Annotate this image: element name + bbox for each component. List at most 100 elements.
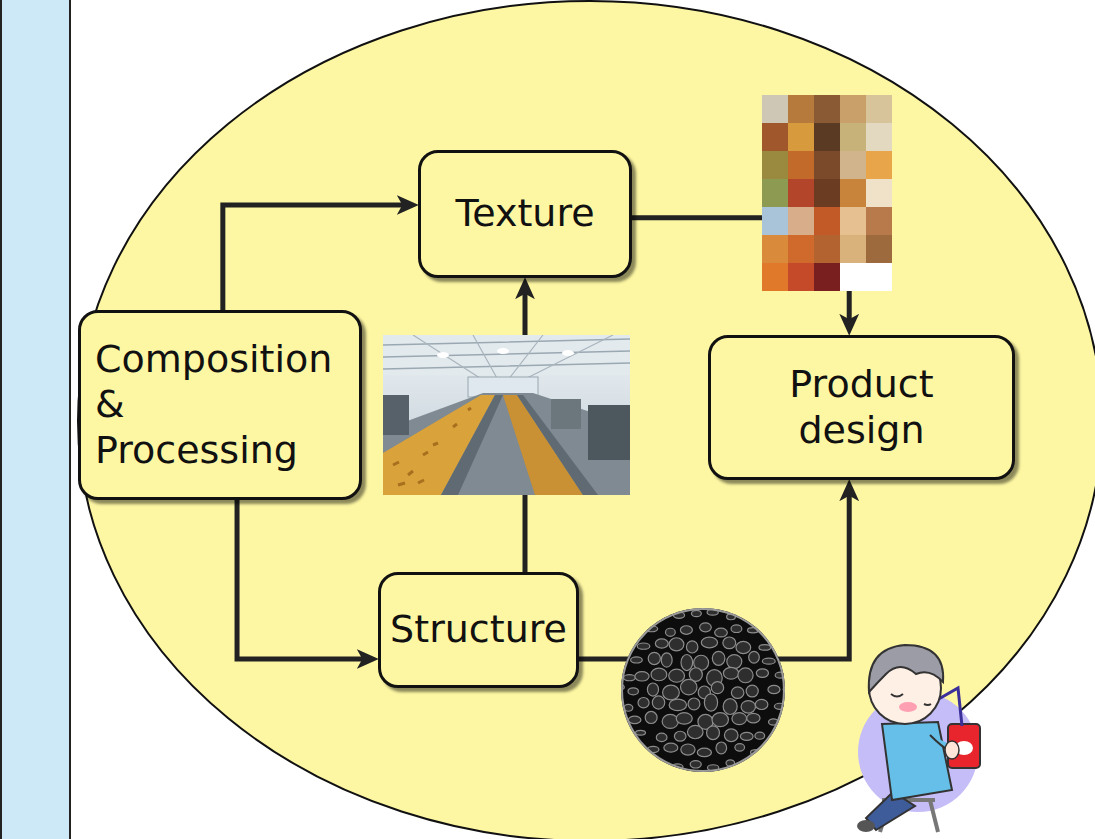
sphere-cell <box>690 761 701 768</box>
sphere-cell <box>712 651 725 665</box>
ceiling-light <box>497 348 509 354</box>
food-photo-tile <box>762 235 788 263</box>
sphere-cell <box>738 668 753 683</box>
roof-beams <box>383 339 630 369</box>
sphere-cell <box>700 623 712 632</box>
sphere-cell <box>704 694 717 711</box>
sphere-cell <box>638 697 649 707</box>
boy-hand <box>945 741 959 759</box>
sphere-cell <box>651 668 667 681</box>
sphere-cells <box>615 609 792 770</box>
box-label: Texture <box>455 191 594 237</box>
box-label: Product design <box>752 362 972 453</box>
sphere-cell <box>736 641 751 653</box>
sphere-cell <box>775 672 786 678</box>
sphere-cell <box>774 703 785 709</box>
sphere-cell <box>681 744 695 755</box>
sphere-cell <box>723 637 736 649</box>
box-label: Composition & Processing <box>95 337 345 474</box>
sphere-cell <box>746 685 758 697</box>
machine <box>588 405 630 460</box>
food-photo-tile <box>788 151 814 179</box>
sphere-cell <box>665 628 675 636</box>
sphere-cell <box>762 658 775 664</box>
sphere-cell <box>707 726 720 740</box>
sphere-cell <box>676 713 692 724</box>
sphere-cell <box>628 716 641 723</box>
food-photo-tile <box>814 207 840 235</box>
factory-photo <box>383 335 630 495</box>
food-photo-tile <box>840 179 866 207</box>
food-photo-tile <box>788 95 814 123</box>
sphere-cell <box>681 679 697 694</box>
food-photo-tile <box>814 235 840 263</box>
ceiling-light <box>562 350 574 356</box>
sphere-cell <box>735 744 745 752</box>
structure-sphere <box>615 608 792 772</box>
food-photo-tile <box>788 179 814 207</box>
sphere-cell <box>697 748 711 757</box>
boy-shirt <box>882 722 952 800</box>
food-photo-tile <box>814 179 840 207</box>
sphere-rim <box>622 609 784 771</box>
sphere-cell <box>727 655 742 669</box>
sphere-cell <box>661 653 672 667</box>
food-photo-tile <box>814 123 840 151</box>
food-photo-tile <box>866 179 892 207</box>
sphere-cell <box>647 683 658 696</box>
sphere-cell <box>662 714 678 728</box>
boy-mouth <box>924 704 931 705</box>
food-photo-grid <box>762 95 892 291</box>
sphere-cell <box>687 725 703 738</box>
food-photo-tile <box>840 95 866 123</box>
sphere-cell <box>637 643 650 649</box>
sphere-cell <box>732 713 747 725</box>
composition-processing-box: Composition & Processing <box>78 310 362 500</box>
sphere-cell <box>628 688 638 695</box>
food-photo-tile <box>788 123 814 151</box>
sphere-cell <box>688 698 700 710</box>
sphere-cell <box>712 713 728 727</box>
sphere-cell <box>652 696 664 709</box>
sphere-cell <box>648 652 660 664</box>
conveyor-chips <box>503 395 583 495</box>
product-design-box: Product design <box>708 335 1015 480</box>
food-photo-tile <box>762 123 788 151</box>
sphere-cell <box>724 729 738 742</box>
sphere-cell <box>645 711 657 723</box>
sphere-cell <box>731 625 742 633</box>
sphere-cell <box>680 626 692 635</box>
food-photo-tile <box>762 179 788 207</box>
sphere-cell <box>711 682 723 694</box>
sphere-cell <box>686 641 697 653</box>
sphere-cell <box>731 687 744 699</box>
sphere-cell <box>756 669 768 678</box>
boy-drinking-cartoon <box>857 645 980 832</box>
sphere-cell <box>631 657 643 663</box>
food-photo-tile <box>866 95 892 123</box>
boy-shoe <box>857 820 875 832</box>
sphere-body <box>621 608 785 772</box>
box-label: Structure <box>390 607 567 653</box>
food-photo-tile <box>840 235 866 263</box>
food-photo-tile <box>866 123 892 151</box>
sphere-cell <box>749 651 760 663</box>
food-photo-tile <box>866 263 892 291</box>
sphere-cell <box>691 610 701 616</box>
food-photo-tile <box>762 263 788 291</box>
yellow-ellipse <box>78 1 1095 839</box>
sphere-cell <box>741 701 755 713</box>
sphere-cell <box>624 675 636 681</box>
factory-floor <box>383 393 630 495</box>
factory-hall <box>383 335 630 495</box>
sphere-cell <box>747 713 760 723</box>
food-photo-tile <box>840 123 866 151</box>
sphere-cell <box>759 645 771 651</box>
boy-cheek <box>899 702 917 712</box>
sphere-cell <box>636 730 646 735</box>
sphere-cell <box>755 699 768 709</box>
food-photo-tile <box>788 207 814 235</box>
flow-arrow <box>223 205 410 310</box>
